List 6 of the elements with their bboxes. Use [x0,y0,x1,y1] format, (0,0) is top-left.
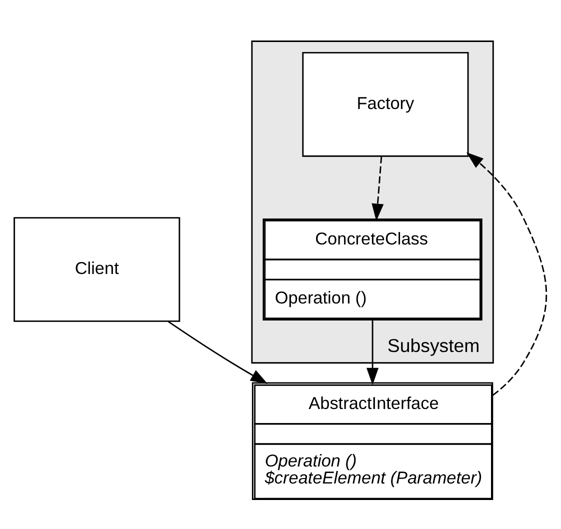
arrow [466,152,547,396]
arrow [366,320,379,386]
arrow [168,320,268,384]
node-box: Factory [302,52,469,157]
node-box: Client [14,217,180,322]
arrow [372,156,384,221]
